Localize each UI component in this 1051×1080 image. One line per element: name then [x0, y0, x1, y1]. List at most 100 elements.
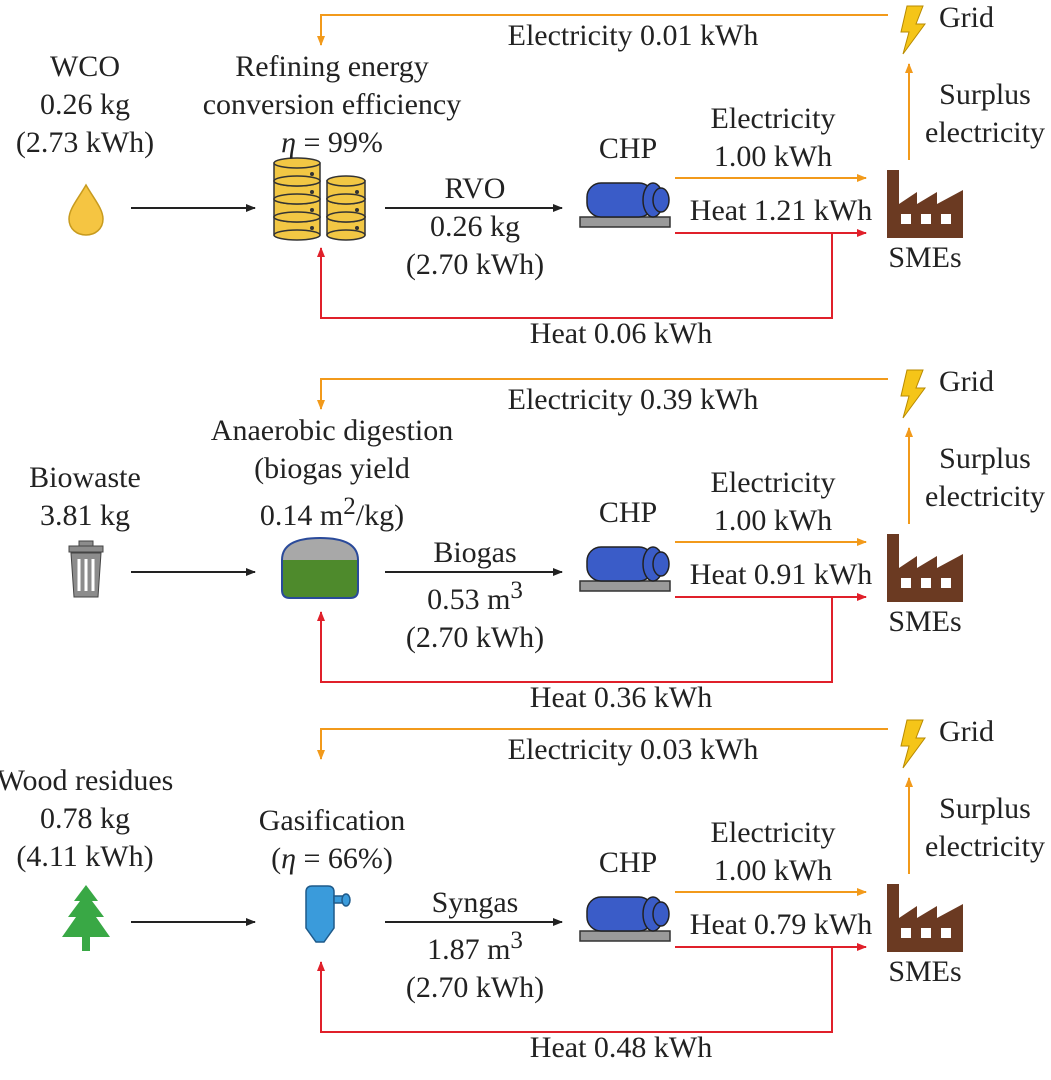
smes-label: SMEs — [888, 953, 961, 991]
chp-heat-label: Heat 0.79 kWh — [690, 906, 872, 944]
product-label-line: (2.70 kWh) — [405, 971, 545, 1004]
product-label-line: Biogas — [433, 536, 517, 569]
heat-return-label-line: Heat 0.48 kWh — [529, 1031, 713, 1064]
grid-label-line: Grid — [939, 715, 994, 748]
oil-drop-icon — [68, 183, 104, 236]
grid-electricity-label: Electricity 0.01 kWh — [508, 17, 759, 55]
feedstock-label-line: (4.11 kWh) — [16, 840, 154, 873]
tree-icon — [62, 885, 110, 951]
barrels-icon — [273, 157, 366, 241]
grid-electricity-label-line: Electricity 0.03 kWh — [507, 733, 759, 766]
chp-label: CHP — [599, 130, 657, 168]
surplus-electricity-label: Surplus electricity — [925, 76, 1045, 152]
chp-label-line: CHP — [598, 132, 658, 165]
grid-electricity-label-line: Electricity 0.01 kWh — [507, 19, 759, 52]
grid-electricity-label-line: Electricity 0.39 kWh — [507, 383, 759, 416]
process-label: Anaerobic digestion (biogas yield 0.14 m2/… — [211, 412, 453, 535]
process-label-line: (η = 66%) — [271, 842, 393, 875]
surplus-electricity-label-line: electricity — [925, 480, 1045, 513]
chp-electricity-label-line: 1.00 kWh — [713, 140, 833, 173]
product-label-line: RVO — [444, 172, 506, 205]
smes-label-line: SMEs — [888, 241, 962, 274]
heat-return-label: Heat 0.36 kWh — [530, 679, 712, 717]
process-label-line: Refining energy — [235, 50, 429, 83]
chp-electricity-label-line: Electricity — [710, 102, 836, 135]
surplus-electricity-label-line: Surplus — [939, 792, 1031, 825]
chp-electricity-label: Electricity 1.00 kWh — [711, 464, 836, 540]
feedstock-label-line: 0.26 kg — [39, 88, 130, 121]
feedstock-label-line: 3.81 kg — [40, 499, 130, 532]
heat-return-label-line: Heat 0.36 kWh — [529, 681, 713, 714]
process-label: Refining energy conversion efficiency η = … — [203, 48, 462, 162]
product-label-line: 0.53 m3 — [427, 577, 523, 616]
process-label-line: η = 99% — [281, 126, 383, 159]
chp-label-line: CHP — [598, 846, 658, 879]
product-label-line: 1.87 m3 — [427, 927, 523, 966]
surplus-electricity-label: Surplus electricity — [925, 790, 1045, 866]
product-label-line: (2.70 kWh) — [405, 621, 545, 654]
heat-return-label: Heat 0.06 kWh — [530, 315, 712, 353]
chp-icon — [579, 182, 671, 228]
chp-icon — [579, 546, 671, 592]
smes-label-line: SMEs — [888, 955, 962, 988]
chp-label-line: CHP — [598, 496, 658, 529]
chp-label: CHP — [599, 844, 657, 882]
factory-icon — [887, 534, 963, 602]
trash-bin-icon — [68, 540, 104, 598]
chp-label: CHP — [599, 494, 657, 532]
chp-electricity-label-line: 1.00 kWh — [713, 854, 833, 887]
feedstock-label-line: Biowaste — [29, 461, 141, 494]
chp-electricity-label: Electricity 1.00 kWh — [711, 814, 836, 890]
chp-icon — [579, 896, 671, 942]
feedstock-label: Biowaste 3.81 kg — [29, 459, 141, 535]
chp-heat-label-line: Heat 0.91 kWh — [689, 558, 873, 591]
product-label-line: 0.26 kg — [429, 210, 520, 243]
gasifier-icon — [305, 885, 351, 943]
heat-return-label-line: Heat 0.06 kWh — [529, 317, 713, 350]
process-label: Gasification (η = 66%) — [259, 802, 406, 878]
product-label-line: (2.70 kWh) — [405, 248, 545, 281]
chp-heat-label-line: Heat 1.21 kWh — [689, 194, 873, 227]
heat-return-arrow — [317, 597, 833, 683]
process-label-line: 0.14 m2/kg) — [259, 493, 405, 532]
chp-electricity-label-line: 1.00 kWh — [713, 504, 833, 537]
surplus-electricity-label-line: electricity — [925, 830, 1045, 863]
process-label-line: conversion efficiency — [202, 88, 462, 121]
grid-label: Grid — [939, 363, 994, 401]
chp-electricity-label-line: Electricity — [710, 466, 836, 499]
process-label-line: Gasification — [258, 804, 406, 837]
feedstock-label-line: 0.78 kg — [40, 802, 130, 835]
surplus-electricity-label-line: Surplus — [939, 78, 1031, 111]
product-label: Syngas 1.87 m3 (2.70 kWh) — [406, 884, 544, 1007]
grid-electricity-label: Electricity 0.39 kWh — [508, 381, 759, 419]
factory-icon — [887, 884, 963, 952]
process-label-line: (biogas yield — [254, 452, 410, 485]
process-label-line: Anaerobic digestion — [210, 414, 454, 447]
factory-icon — [887, 170, 963, 238]
heat-return-label: Heat 0.48 kWh — [530, 1029, 712, 1067]
product-label: RVO 0.26 kg (2.70 kWh) — [406, 170, 544, 284]
smes-label: SMEs — [888, 239, 961, 277]
chp-electricity-label-line: Electricity — [710, 816, 836, 849]
grid-electricity-return-arrow — [317, 14, 888, 46]
grid-label: Grid — [939, 713, 994, 751]
smes-label-line: SMEs — [888, 605, 962, 638]
lightning-bolt-icon — [900, 719, 926, 769]
digester-icon — [281, 536, 359, 599]
product-label-line: Syngas — [431, 886, 519, 919]
grid-label: Grid — [939, 0, 994, 37]
lightning-bolt-icon — [900, 369, 926, 419]
product-label: Biogas 0.53 m3 (2.70 kWh) — [406, 534, 544, 657]
grid-electricity-return-arrow — [317, 728, 888, 760]
chp-heat-label: Heat 0.91 kWh — [690, 556, 872, 594]
grid-electricity-label: Electricity 0.03 kWh — [508, 731, 759, 769]
feedstock-label-line: Wood residues — [0, 764, 174, 797]
chp-heat-label: Heat 1.21 kWh — [690, 192, 872, 230]
grid-electricity-return-arrow — [317, 378, 888, 410]
feedstock-label-line: (2.73 kWh) — [15, 126, 155, 159]
chp-electricity-label: Electricity 1.00 kWh — [711, 100, 836, 176]
surplus-electricity-label-line: electricity — [925, 116, 1045, 149]
